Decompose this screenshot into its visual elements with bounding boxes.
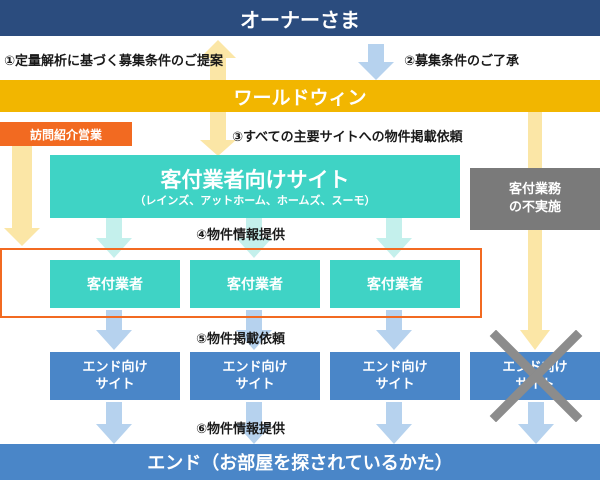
visit-sales-box: 訪問紹介営業 <box>0 122 132 146</box>
end-site-line2: サイト <box>95 377 135 392</box>
end-user-bar: エンド（お部屋を探されているかた） <box>0 444 600 480</box>
end-site-line1: エンド向け <box>222 360 288 375</box>
arrow-down-step6-4 <box>518 402 554 444</box>
agent-label: 客付業者 <box>367 277 423 293</box>
arrow-down-step6-2 <box>236 402 272 444</box>
no-agent-line1: 客付業務 <box>508 182 561 197</box>
visit-sales-label: 訪問紹介営業 <box>29 127 102 142</box>
arrow-up-step1 <box>200 40 236 82</box>
step4-label: ④物件情報提供 <box>196 228 286 243</box>
end-site-line1: エンド向け <box>82 360 148 375</box>
arrow-down-right <box>520 112 550 350</box>
arrow-down-step5-1 <box>96 310 132 350</box>
agents-group-outline <box>0 248 482 318</box>
no-agent-line2: の不実施 <box>508 200 561 215</box>
arrow-down-step3 <box>200 112 236 156</box>
arrow-down-step5-3 <box>376 310 412 350</box>
end-site-line2: サイト <box>235 377 275 392</box>
owner-bar: オーナーさま <box>0 0 600 36</box>
agent-label: 客付業者 <box>87 277 143 293</box>
cross-mark-icon <box>489 330 583 422</box>
end-site-line2: サイト <box>375 377 415 392</box>
agent-box-1: 客付業者 <box>50 260 180 308</box>
end-site-box-1: エンド向け サイト <box>50 352 180 400</box>
arrow-down-step6-3 <box>376 402 412 444</box>
agent-box-2: 客付業者 <box>190 260 320 308</box>
worldwin-label: ワールドウィン <box>233 86 367 109</box>
worldwin-bar: ワールドウィン <box>0 80 600 112</box>
arrow-down-step6-1 <box>96 402 132 444</box>
arrow-down-visit-sales <box>4 145 40 246</box>
owner-label: オーナーさま <box>240 7 360 32</box>
agent-label: 客付業者 <box>227 277 283 293</box>
arrow-down-step2 <box>358 44 394 80</box>
end-site-line1: エンド向け <box>362 360 428 375</box>
end-site-box-3: エンド向け サイト <box>330 352 460 400</box>
end-user-label: エンド（お部屋を探されているかた） <box>147 453 453 474</box>
no-agent-box: 客付業務 の不実施 <box>470 168 600 230</box>
end-site-box-2: エンド向け サイト <box>190 352 320 400</box>
step3-label: ③すべての主要サイトへの物件掲載依頼 <box>232 130 463 145</box>
step2-label: ②募集条件のご了承 <box>404 54 520 69</box>
step6-label: ⑥物件情報提供 <box>196 422 286 437</box>
step5-label: ⑤物件掲載依頼 <box>196 332 286 347</box>
agent-sites-box: 客付業者向けサイト （レインズ、アットホーム、ホームズ、スーモ） <box>50 155 460 218</box>
agent-sites-subtitle: （レインズ、アットホーム、ホームズ、スーモ） <box>134 193 376 207</box>
agent-sites-title: 客付業者向けサイト <box>160 167 350 192</box>
agent-box-3: 客付業者 <box>330 260 460 308</box>
arrow-down-step5-2 <box>236 310 272 350</box>
step1-label: ①定量解析に基づく募集条件のご提案 <box>4 54 224 69</box>
